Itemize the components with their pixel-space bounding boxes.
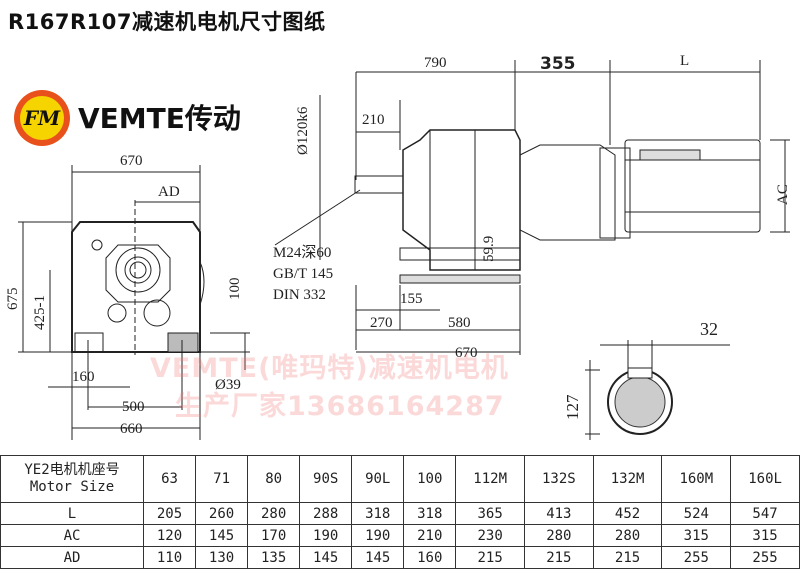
table-row-ad: AD 110 130 135 145 145 160 215 215 215 2…: [0, 546, 800, 569]
brand-logo: FM: [14, 90, 70, 146]
dim-foot-offset: 155: [400, 291, 423, 307]
header-cn: YE2电机机座号: [24, 462, 120, 478]
size-cell: 112M: [455, 455, 525, 503]
size-cell: 160L: [730, 455, 800, 503]
side-view: [274, 60, 790, 355]
size-cell: 90S: [299, 455, 353, 503]
table-cell: 160: [403, 546, 457, 569]
table-row-ac: AC 120 145 170 190 190 210 230 280 280 3…: [0, 524, 800, 547]
front-view: [18, 165, 250, 440]
table-cell: 130: [195, 546, 249, 569]
table-row-l: L 205 260 280 288 318 318 365 413 452 52…: [0, 502, 800, 525]
table-cell: 205: [142, 502, 197, 525]
watermark-line-2: 生产厂家13686164287: [175, 391, 505, 422]
table-cell: 145: [351, 546, 405, 569]
row-label: AC: [0, 524, 144, 547]
table-cell: 547: [730, 502, 800, 525]
table-cell: 315: [661, 524, 732, 547]
table-cell: 524: [661, 502, 732, 525]
dim-width-top: 670: [120, 153, 143, 169]
table-cell: 110: [142, 546, 197, 569]
dim-shaft-diameter: Ø120k6: [295, 106, 311, 155]
table-cell: 215: [455, 546, 525, 569]
dim-key-height: 59.9: [481, 235, 497, 262]
dim-foot-span: 580: [448, 315, 471, 331]
size-cell: 71: [195, 455, 249, 503]
dim-key-width: 32: [700, 319, 718, 339]
table-cell: 215: [524, 546, 594, 569]
thread-spec-1: M24深60: [273, 245, 332, 261]
logo-mark: FM: [20, 96, 64, 140]
table-cell: 452: [592, 502, 663, 525]
table-cell: 120: [142, 524, 197, 547]
thread-spec-3: DIN 332: [273, 287, 326, 303]
dim-foot-start: 270: [370, 315, 393, 331]
table-cell: 215: [592, 546, 663, 569]
dim-motor-adapter: 355: [540, 54, 576, 74]
size-cell: 63: [142, 455, 197, 503]
table-cell: 230: [455, 524, 525, 547]
table-cell: 318: [403, 502, 457, 525]
table-cell: 135: [247, 546, 301, 569]
thread-spec-2: GB/T 145: [273, 266, 334, 282]
table-cell: 255: [661, 546, 732, 569]
table-cell: 190: [299, 524, 353, 547]
table-cell: 280: [524, 524, 594, 547]
table-cell: 288: [299, 502, 353, 525]
dim-shaft-length: 210: [362, 112, 385, 128]
dim-bolt-hole: Ø39: [215, 377, 241, 393]
dim-foot-height: 100: [227, 277, 243, 301]
dim-bolt-spacing: 500: [122, 399, 145, 415]
table-cell: 315: [730, 524, 800, 547]
table-cell: 210: [403, 524, 457, 547]
dim-base-length: 670: [455, 345, 478, 361]
brand-name: VEMTE传动: [78, 102, 241, 135]
table-cell: 145: [195, 524, 249, 547]
size-cell: 132M: [592, 455, 663, 503]
table-cell: 280: [592, 524, 663, 547]
dim-ac: AC: [775, 184, 791, 205]
table-cell: 255: [730, 546, 800, 569]
table-cell: 280: [247, 502, 301, 525]
size-cell: 160M: [661, 455, 732, 503]
size-cell: 132S: [524, 455, 594, 503]
page-title: R167R107减速机电机尺寸图纸: [8, 10, 326, 34]
header-en: Motor Size: [29, 479, 115, 495]
table-cell: 190: [351, 524, 405, 547]
dim-height: 675: [5, 287, 21, 311]
table-cell: 170: [247, 524, 301, 547]
table-cell: 365: [455, 502, 525, 525]
row-label: AD: [0, 546, 144, 569]
table-cell: 413: [524, 502, 594, 525]
dim-motor-length: L: [680, 53, 690, 69]
dim-center-height: 425-1: [32, 295, 48, 330]
table-cell: 260: [195, 502, 249, 525]
size-cell: 90L: [351, 455, 405, 503]
watermark-line-1: VEMTE(唯玛特)减速机电机: [150, 353, 509, 384]
shaft-section: [585, 340, 730, 440]
dim-shaft-height: 127: [563, 394, 582, 421]
dim-overall: 790: [424, 55, 447, 71]
size-cell: 100: [403, 455, 457, 503]
row-label: L: [0, 502, 144, 525]
dim-base-width: 660: [120, 421, 143, 437]
size-cell: 80: [247, 455, 301, 503]
technical-drawing: [18, 60, 790, 440]
table-cell: 145: [299, 546, 353, 569]
dim-ad: AD: [158, 184, 180, 200]
table-cell: 318: [351, 502, 405, 525]
dim-foot-width: 160: [72, 369, 95, 385]
